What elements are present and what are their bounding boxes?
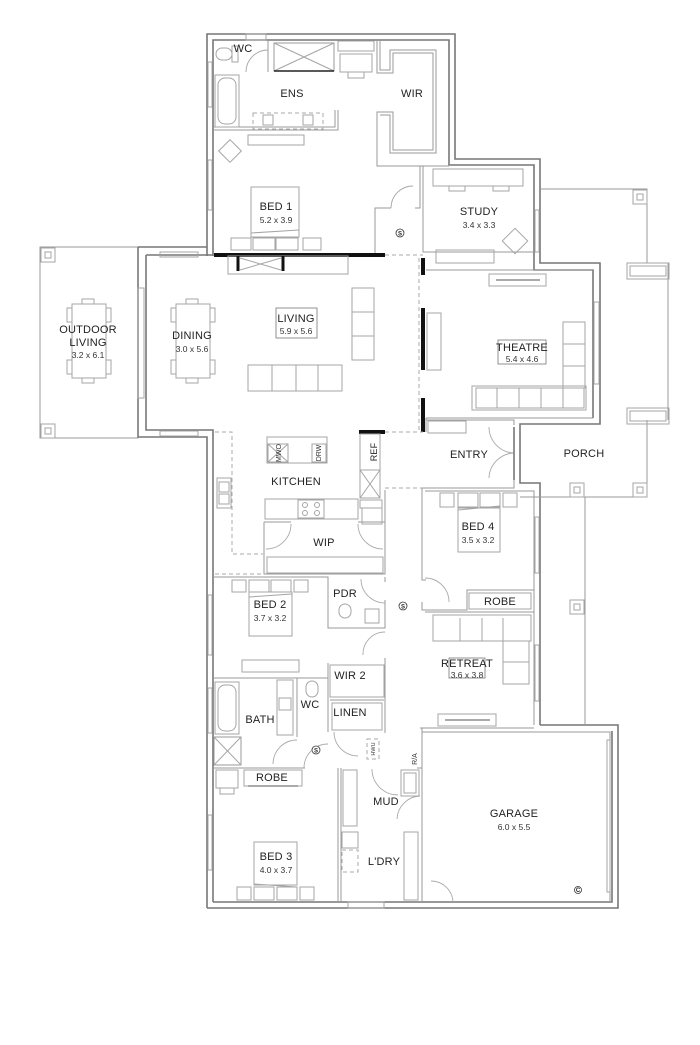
room-label-garage: GARAGE xyxy=(490,808,538,820)
room-label-porch: PORCH xyxy=(564,448,605,460)
ceiling-access-icon: C xyxy=(574,886,582,894)
room-dim-bed-3: 4.0 x 3.7 xyxy=(260,865,293,875)
study-area xyxy=(374,166,540,264)
svg-text:S: S xyxy=(314,749,318,755)
room-label-outdoor-living-2: LIVING xyxy=(69,337,106,349)
room-label-outdoor-living: OUTDOOR xyxy=(59,324,117,336)
room-label-wir: WIR xyxy=(401,88,423,100)
fixture-labels: MWO DRW REF HWU R/A xyxy=(276,442,419,764)
room-label-wip: WIP xyxy=(313,537,334,549)
room-dim-study: 3.4 x 3.3 xyxy=(463,220,496,230)
room-dim-garage: 6.0 x 5.5 xyxy=(498,822,531,832)
room-label-living: LIVING xyxy=(277,313,314,325)
room-label-pdr: PDR xyxy=(333,588,357,600)
room-label-robe-bed4: ROBE xyxy=(484,596,516,608)
theatre-area xyxy=(426,269,600,419)
room-dim-bed-2: 3.7 x 3.2 xyxy=(254,613,287,623)
room-label-theatre: THEATRE xyxy=(496,342,548,354)
svg-text:S: S xyxy=(398,232,402,238)
kitchen-area xyxy=(215,430,386,575)
room-dim-retreat: 3.6 x 3.8 xyxy=(451,670,484,680)
entry-area xyxy=(385,418,515,489)
outer-walls xyxy=(137,33,619,909)
room-label-linen: LINEN xyxy=(333,707,366,719)
room-label-ens: ENS xyxy=(280,88,303,100)
room-label-bed-4: BED 4 xyxy=(462,521,495,533)
smoke-detector-icon: S xyxy=(398,601,408,611)
room-label-wir-2: WIR 2 xyxy=(334,670,366,682)
fridge-label: REF xyxy=(369,442,379,461)
room-label-study: STUDY xyxy=(460,206,499,218)
room-label-bed-1: BED 1 xyxy=(260,201,293,213)
microwave-label: MWO xyxy=(276,444,283,462)
room-label-bath: BATH xyxy=(245,714,274,726)
room-label-bed-3: BED 3 xyxy=(260,851,293,863)
room-label-mud: MUD xyxy=(373,796,399,808)
bed3-area xyxy=(207,767,339,902)
smoke-detector-icon: S xyxy=(311,745,321,755)
room-label-dining: DINING xyxy=(172,330,212,342)
svg-text:C: C xyxy=(576,888,581,894)
smoke-detectors: S S S C xyxy=(311,228,582,894)
svg-text:S: S xyxy=(401,605,405,611)
garage-area xyxy=(421,731,611,903)
mud-laundry-area xyxy=(340,728,423,909)
room-dim-bed-4: 3.5 x 3.2 xyxy=(462,535,495,545)
room-labels: WC ENS WIR BED 1 5.2 x 3.9 STUDY 3.4 x 3… xyxy=(59,43,604,875)
room-label-bed-2: BED 2 xyxy=(254,599,287,611)
room-label-wc-ensuite: WC xyxy=(234,43,253,55)
living-dining-area xyxy=(137,251,425,437)
room-dim-dining: 3.0 x 5.6 xyxy=(176,344,209,354)
room-dim-outdoor-living: 3.2 x 6.1 xyxy=(72,350,105,360)
room-label-retreat: RETREAT xyxy=(441,658,493,670)
room-label-kitchen: KITCHEN xyxy=(271,476,321,488)
room-dim-living: 5.9 x 5.6 xyxy=(280,326,313,336)
room-dim-bed-1: 5.2 x 3.9 xyxy=(260,215,293,225)
return-air-label: R/A xyxy=(412,753,419,765)
smoke-detector-icon: S xyxy=(395,228,405,238)
hot-water-unit-label: HWU xyxy=(371,742,377,755)
porch-area xyxy=(520,188,670,725)
room-label-wc-bath: WC xyxy=(301,699,320,711)
room-label-robe-bed3: ROBE xyxy=(256,772,288,784)
bed4-retreat-area xyxy=(420,488,540,729)
room-dim-theatre: 5.4 x 4.6 xyxy=(506,354,539,364)
master-suite xyxy=(207,33,449,251)
room-label-laundry: L'DRY xyxy=(368,856,401,868)
room-label-entry: ENTRY xyxy=(450,449,489,461)
bed2-wet-area xyxy=(207,576,386,769)
drawers-label: DRW xyxy=(316,444,323,461)
